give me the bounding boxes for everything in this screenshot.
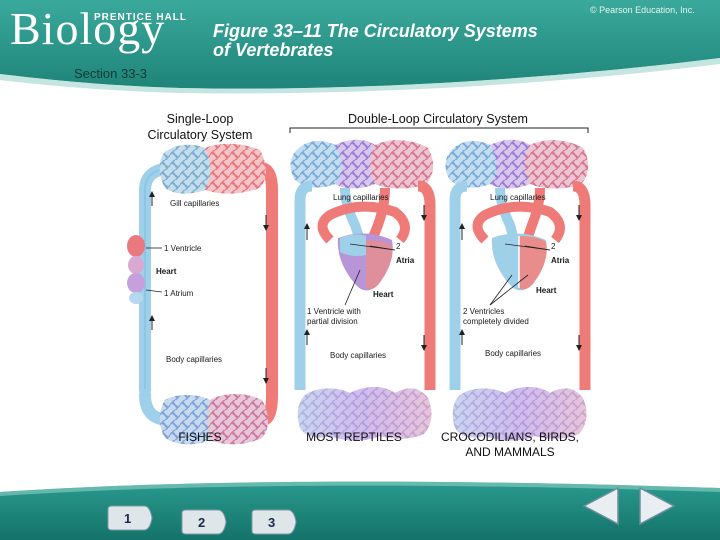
label-body-capillaries-reptile: Body capillaries (330, 351, 386, 360)
caption-mammals-line2: AND MAMMALS (465, 445, 555, 459)
mammal-circuit: Lung capillaries 2 Atria Heart 2 Ventric… (445, 139, 591, 441)
label-partial-division: partial division (307, 317, 358, 326)
label-1-atrium: 1 Atrium (164, 289, 194, 298)
label-1-ventricle-with: 1 Ventricle with (307, 307, 361, 316)
label-lung-capillaries-mammal: Lung capillaries (490, 193, 546, 202)
double-loop-heading: Double-Loop Circulatory System (348, 112, 528, 126)
nav-tab-3-label: 3 (268, 515, 275, 530)
label-atria-mammal: Atria (551, 256, 570, 265)
nav-tab-2[interactable]: 2 (180, 509, 228, 535)
label-2-reptile: 2 (396, 242, 401, 251)
fish-circuit: Gill capillaries 1 Ventricle Heart 1 Atr… (127, 143, 278, 445)
nav-tab-2-label: 2 (198, 515, 205, 530)
forward-arrow-icon[interactable] (636, 484, 680, 528)
label-completely-divided: completely divided (463, 317, 529, 326)
fish-heart (127, 235, 145, 304)
logo-biology: Biology (10, 3, 166, 54)
nav-tab-1-label: 1 (124, 511, 131, 526)
label-heart-mammal: Heart (536, 286, 557, 295)
single-loop-heading-line1: Single-Loop (166, 112, 234, 126)
section-label: Section 33-3 (74, 66, 147, 81)
page-title-line1: Figure 33–11 The Circulatory Systems (213, 21, 538, 41)
reptile-heart (337, 233, 393, 291)
nav-tab-3[interactable]: 3 (250, 509, 298, 535)
caption-mammals-line1: CROCODILIANS, BIRDS, (440, 430, 580, 444)
header-banner (0, 0, 720, 94)
label-gill-capillaries: Gill capillaries (170, 199, 219, 208)
single-loop-heading: Single-Loop Circulatory System (120, 111, 280, 143)
label-2-mammal: 2 (551, 242, 556, 251)
label-heart-fish: Heart (156, 267, 177, 276)
copyright: © Pearson Education, Inc. (590, 5, 695, 15)
caption-most-reptiles: MOST REPTILES (306, 430, 402, 444)
label-heart-reptile: Heart (373, 290, 394, 299)
label-lung-capillaries-reptile: Lung capillaries (333, 193, 389, 202)
reptile-circuit: Lung capillaries 2 Atria Heart 1 Ventric… (290, 139, 436, 441)
label-2-ventricles: 2 Ventricles (463, 307, 504, 316)
back-arrow-icon[interactable] (578, 484, 622, 528)
label-body-capillaries-fish: Body capillaries (166, 355, 222, 364)
nav-tab-1[interactable]: 1 (106, 505, 154, 531)
footer-bar (0, 481, 720, 540)
label-1-ventricle: 1 Ventricle (164, 244, 202, 253)
caption-mammals: CROCODILIANS, BIRDS, AND MAMMALS (430, 430, 590, 460)
page-title-line2: of Vertebrates (213, 40, 334, 60)
single-loop-heading-line2: Circulatory System (147, 128, 253, 142)
caption-fishes: FISHES (178, 430, 222, 444)
label-body-capillaries-mammal: Body capillaries (485, 349, 541, 358)
logo-prentice-hall: PRENTICE HALL (94, 12, 187, 23)
label-atria-reptile: Atria (396, 256, 415, 265)
